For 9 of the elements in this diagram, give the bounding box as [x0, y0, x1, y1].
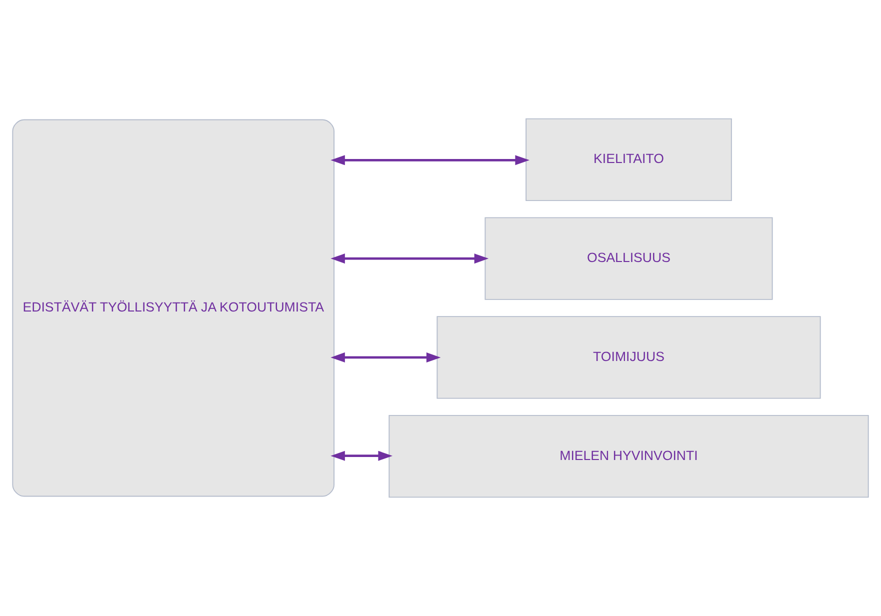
node-box: OSALLISUUS	[484, 217, 773, 300]
node-box: EDISTÄVÄT TYÖLLISYYTTÄ JA KOTOUTUMISTA	[12, 119, 334, 497]
arrow	[330, 352, 441, 362]
node-box: TOIMIJUUS	[436, 316, 821, 399]
arrow	[330, 450, 392, 461]
arrow	[330, 254, 489, 264]
node-box: KIELITAITO	[526, 118, 732, 202]
node-box: MIELEN HYVINVOINTI	[388, 414, 869, 498]
arrow	[330, 155, 530, 166]
